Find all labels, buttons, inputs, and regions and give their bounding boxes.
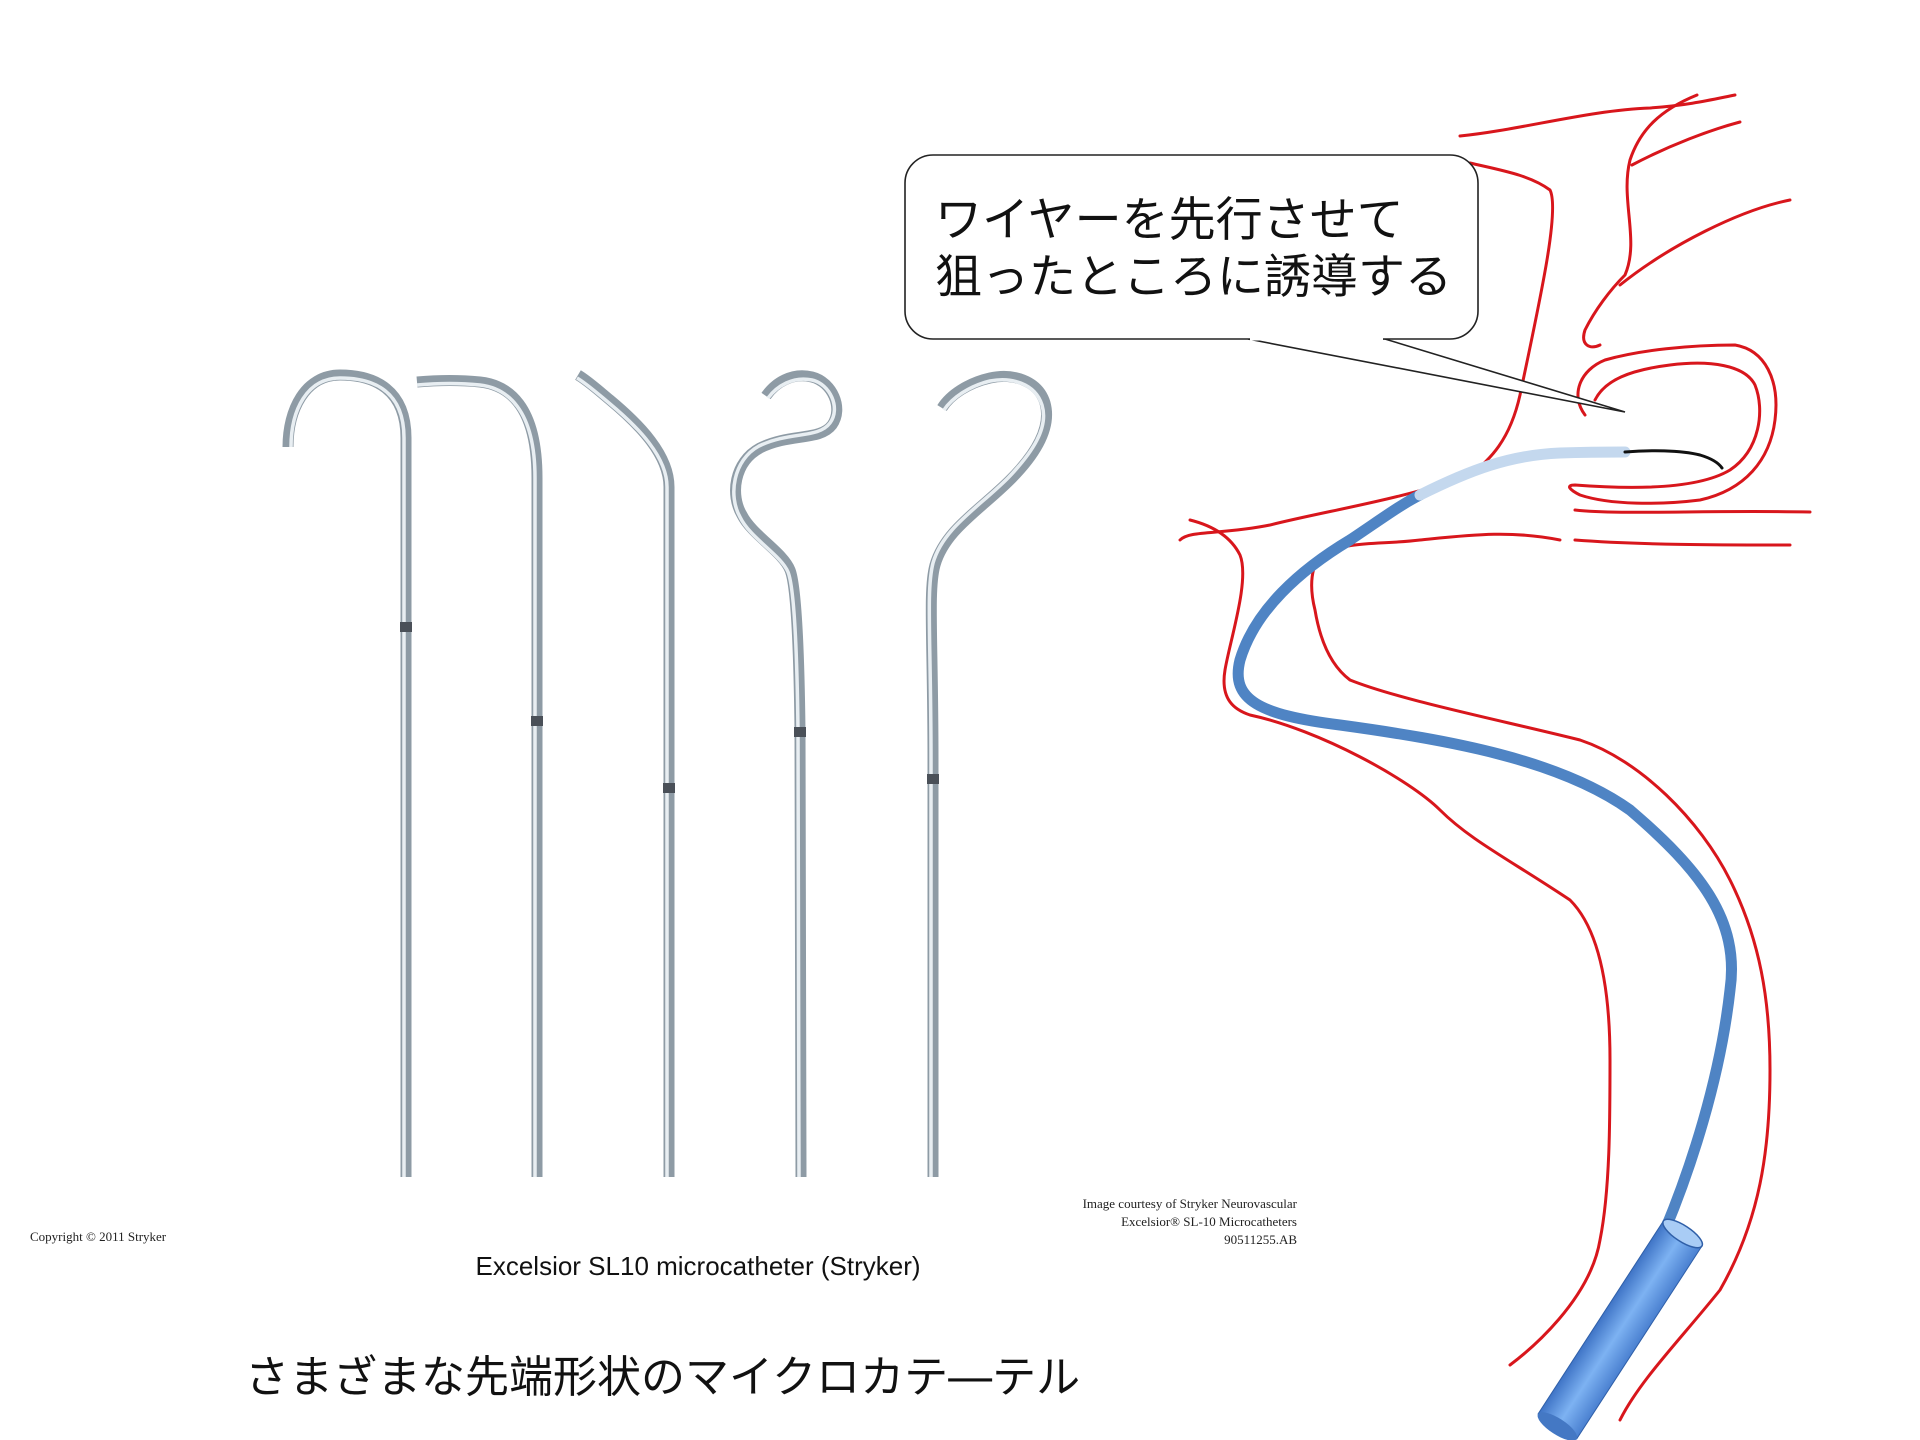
microcatheter-s-curve — [730, 370, 843, 1178]
microcatheter-hockey-stick — [416, 375, 543, 1177]
microcatheter-tip — [1414, 446, 1631, 501]
callout-bubble: ワイヤーを先行させて 狙ったところに誘導する — [904, 154, 1626, 413]
callout-line-1: ワイヤーを先行させて — [935, 193, 1404, 248]
copyright-text: Copyright © 2011 Stryker — [30, 1229, 167, 1244]
microcatheter-j-hook — [282, 369, 412, 1177]
microcatheter-pigtail — [925, 370, 1052, 1177]
guiding-catheter-tube — [1537, 1218, 1704, 1440]
microcatheter-shaft — [1232, 489, 1737, 1236]
slide-title: さまざまな先端形状のマイクロカテ―テル — [245, 1352, 1080, 1403]
microcatheter-angled — [575, 370, 675, 1177]
guidewire — [1623, 449, 1724, 470]
catheter-in-vessel — [1232, 446, 1737, 1236]
courtesy-line-2: Excelsior® SL-10 Microcatheters — [1121, 1214, 1297, 1229]
courtesy-line-1: Image courtesy of Stryker Neurovascular — [1083, 1196, 1298, 1211]
microcatheter-shapes — [282, 369, 1052, 1178]
courtesy-line-3: 90511255.AB — [1224, 1232, 1297, 1247]
callout-line-2: 狙ったところに誘導する — [935, 250, 1452, 305]
vessel-outline — [1178, 93, 1812, 1422]
product-caption: Excelsior SL10 microcatheter (Stryker) — [475, 1251, 920, 1281]
